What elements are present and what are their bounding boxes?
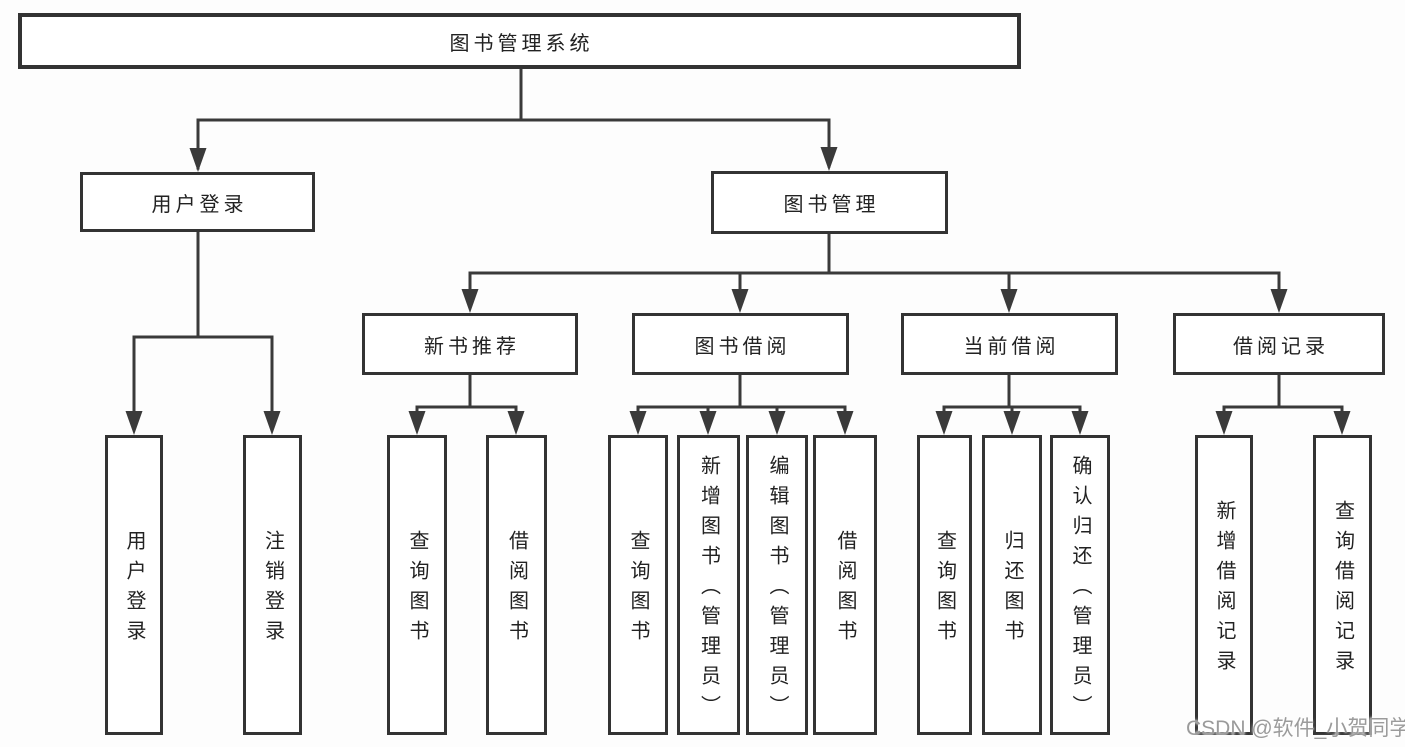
leaf-query-books-2: 查询图书	[608, 435, 668, 735]
node-new-book-recommend: 新书推荐	[362, 313, 578, 375]
leaf-query-books-1: 查询图书	[387, 435, 447, 735]
leaf-borrow-books-1: 借阅图书	[486, 435, 547, 735]
node-borrow-records: 借阅记录	[1173, 313, 1385, 375]
node-borrow-records-label: 借阅记录	[1233, 335, 1329, 358]
leaf-add-book-admin-label: 新增图书（管理员）	[697, 455, 720, 725]
leaf-query-borrow-record-label: 查询借阅记录	[1331, 500, 1354, 680]
watermark: CSDN @软件_小贺同学	[1186, 717, 1405, 740]
node-user-login-label: 用户登录	[151, 193, 248, 216]
leaf-borrow-books-2-label: 借阅图书	[834, 530, 856, 650]
node-book-management: 图书管理	[711, 171, 948, 234]
node-root-label: 图书管理系统	[449, 32, 594, 55]
arrowheads	[125, 147, 1351, 435]
leaf-user-login: 用户登录	[105, 435, 163, 735]
leaf-logout-label: 注销登录	[261, 530, 284, 650]
node-new-book-recommend-label: 新书推荐	[424, 335, 520, 358]
leaf-add-borrow-record: 新增借阅记录	[1195, 435, 1253, 735]
node-user-login: 用户登录	[80, 172, 315, 232]
leaf-confirm-return-admin-label: 确认归还（管理员）	[1069, 455, 1091, 725]
leaf-return-book-label: 归还图书	[1001, 530, 1023, 650]
leaf-add-book-admin: 新增图书（管理员）	[677, 435, 740, 735]
leaf-borrow-books-1-label: 借阅图书	[505, 530, 528, 650]
leaf-user-login-label: 用户登录	[123, 530, 145, 650]
node-current-borrow-label: 当前借阅	[963, 335, 1060, 358]
leaf-return-book: 归还图书	[982, 435, 1042, 735]
leaf-confirm-return-admin: 确认归还（管理员）	[1050, 435, 1110, 735]
leaf-query-borrow-record: 查询借阅记录	[1313, 435, 1372, 735]
leaf-query-books-3: 查询图书	[917, 435, 972, 735]
node-book-borrow-label: 图书借阅	[694, 335, 791, 358]
node-current-borrow: 当前借阅	[901, 313, 1118, 375]
leaf-borrow-books-2: 借阅图书	[813, 435, 877, 735]
node-book-management-label: 图书管理	[783, 194, 880, 216]
node-book-borrow: 图书借阅	[632, 313, 849, 375]
node-root: 图书管理系统	[18, 13, 1021, 69]
leaf-edit-book-admin-label: 编辑图书（管理员）	[766, 455, 788, 725]
leaf-query-books-3-label: 查询图书	[933, 530, 956, 650]
leaf-query-books-1-label: 查询图书	[406, 530, 428, 650]
leaf-add-borrow-record-label: 新增借阅记录	[1213, 500, 1235, 680]
leaf-logout: 注销登录	[243, 435, 302, 735]
leaf-query-books-2-label: 查询图书	[627, 530, 649, 650]
leaf-edit-book-admin: 编辑图书（管理员）	[746, 435, 808, 735]
